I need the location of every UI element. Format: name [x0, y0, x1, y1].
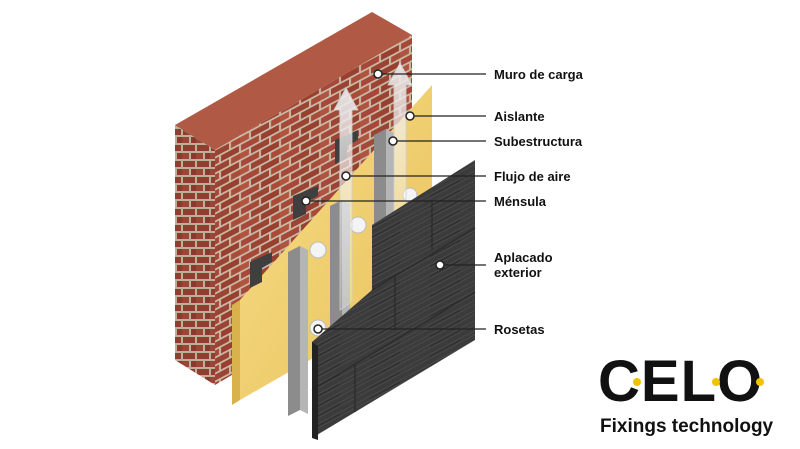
- callout-lines: [306, 73, 486, 330]
- logo-wordmark: CELO: [598, 349, 764, 414]
- label-rosetas: Rosetas: [494, 322, 545, 337]
- label-muro-de-carga: Muro de carga: [494, 67, 583, 82]
- cladding-joints: [311, 200, 476, 412]
- logo-tagline: Fixings technology: [600, 416, 774, 437]
- celo-logo: CELO Fixings technology: [598, 352, 793, 442]
- logo-accent-dots: [633, 378, 764, 386]
- label-mensula: Ménsula: [494, 194, 547, 209]
- cladding-panel: [312, 160, 475, 438]
- callout-dots: [301, 69, 445, 334]
- insulation-edge: [232, 300, 240, 405]
- label-flujo-de-aire: Flujo de aire: [494, 169, 571, 184]
- cladding-edge: [312, 342, 318, 440]
- label-aislante: Aislante: [494, 109, 545, 124]
- label-aplacado-exterior: Aplacado exterior: [494, 250, 553, 280]
- brick-wall-top: [175, 12, 412, 150]
- brick-wall-side: [175, 125, 215, 385]
- label-subestructura: Subestructura: [494, 134, 583, 149]
